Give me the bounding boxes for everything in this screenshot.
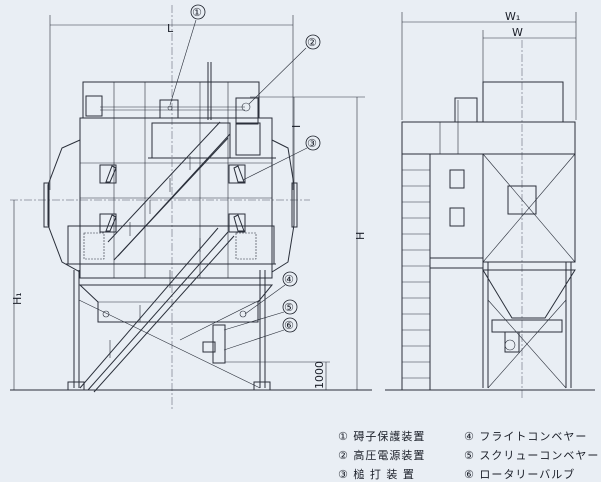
outlet-hood [271,139,295,273]
dim-H: H [354,232,367,240]
rotary-valve [212,324,226,364]
callouts: ① ② ③ ④ ⑤ ⑥ [169,4,321,351]
dim-L: L [167,22,174,35]
side-rotary-valve [504,331,520,353]
callout-6: ⑥ [284,319,294,332]
front-view: L H I H₁ 1000 ① ② ③ ④ ⑤ ⑥ [10,4,372,410]
dim-W: W [512,26,523,39]
legend-item: ④ フライトコンベヤー [464,430,588,443]
dim-W1: W₁ [505,10,520,23]
callout-5: ⑤ [284,301,294,314]
side-hopper [482,269,576,319]
insulator-protector [159,99,179,119]
rapping-devices [99,164,246,233]
dim-I: I [290,125,303,128]
dim-1000: 1000 [313,361,326,389]
legend-item: ② 高圧電源装置 [338,449,426,462]
side-top-housing [401,121,576,155]
box [85,95,103,117]
side-view: W₁ W [385,10,595,400]
callout-3: ③ [307,137,317,150]
inlet-hood [47,139,81,273]
inlet-opening [507,185,537,215]
hv-power-unit [235,97,259,125]
staircase [79,121,235,393]
dim-H1: H₁ [11,292,24,305]
callout-4: ④ [284,273,294,286]
legend-item: ① 碍子保護装置 [338,430,426,443]
legend-item: ③ 槌 打 装 置 [338,468,415,481]
callout-2: ② [307,36,317,49]
callout-1: ① [192,6,202,19]
ladder [401,153,431,391]
legend-item: ⑥ ロータリーバルブ [464,468,576,481]
legend: ① 碍子保護装置 ④ フライトコンベヤー ② 高圧電源装置 ⑤ スクリューコンベ… [338,428,601,482]
legend-item: ⑤ スクリューコンベヤー [464,449,600,462]
